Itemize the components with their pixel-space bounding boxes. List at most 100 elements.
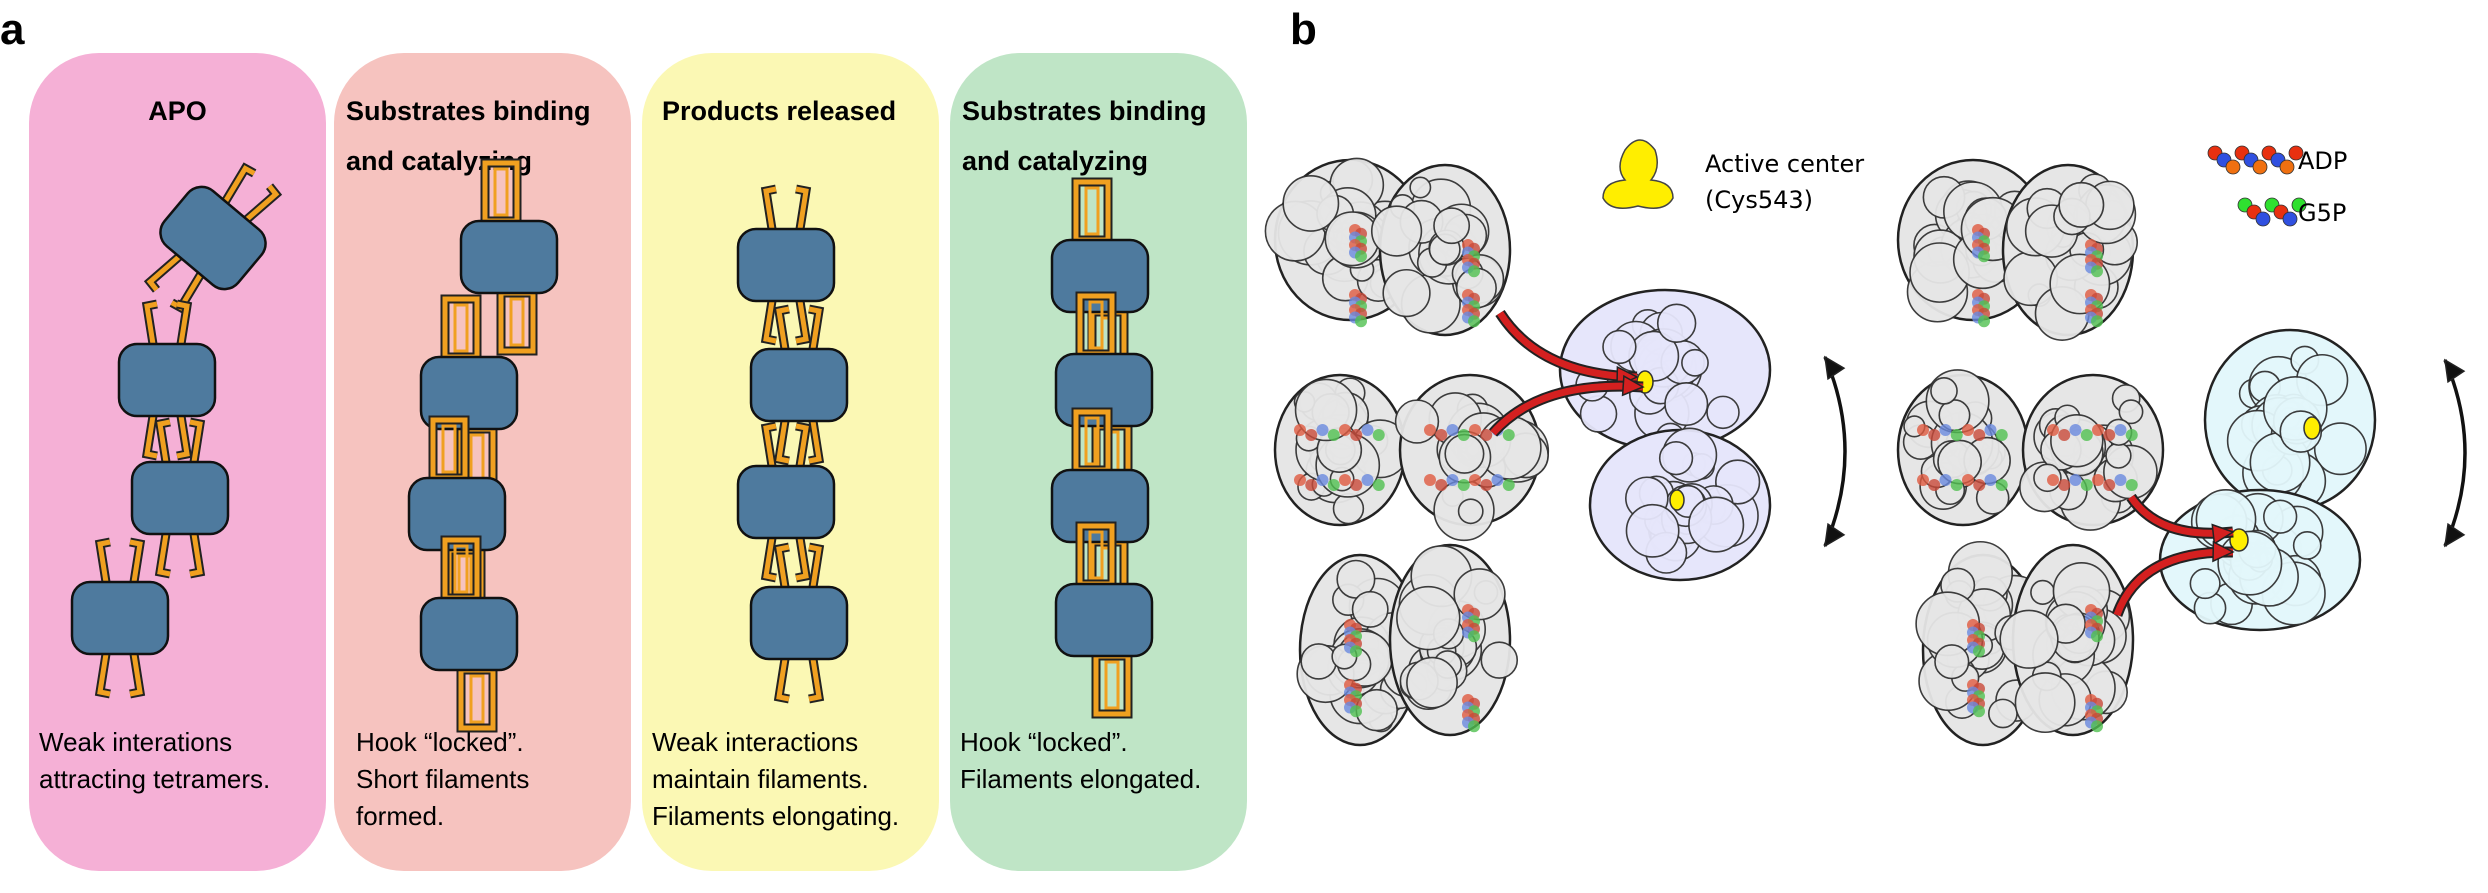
tetramer-box <box>70 580 170 656</box>
filament-structure-right <box>1896 158 2165 747</box>
hook <box>763 186 777 230</box>
red-arrow-head <box>2211 523 2235 545</box>
red-arrow-head <box>2212 540 2235 563</box>
surface-lobe <box>1688 496 1745 553</box>
tetramer-box <box>459 219 559 295</box>
hook <box>97 539 111 583</box>
surface-lobe <box>1706 395 1740 430</box>
surface-lobe <box>1433 207 1471 245</box>
surface-lobe <box>1625 503 1680 558</box>
ligand-atom <box>1294 474 1306 486</box>
tetramer <box>143 162 283 314</box>
ligand-atom <box>1962 474 1974 486</box>
hook <box>189 419 203 463</box>
ligand-atom <box>2125 429 2138 441</box>
rotation-arrow-head <box>2444 358 2466 384</box>
ligand-atom <box>1973 705 1985 718</box>
ligand-atom <box>1995 429 2008 441</box>
surface-lobe <box>1394 399 1440 444</box>
surface-lobe <box>1934 644 1970 680</box>
panel-b-label: b <box>1290 5 1317 54</box>
hook-inner <box>509 297 525 347</box>
red-arrow <box>1490 382 1644 436</box>
ligand-atom <box>1350 705 1362 718</box>
surface-lobe <box>1457 498 1484 525</box>
ligand-atom <box>1350 429 1363 441</box>
active-site <box>1669 489 1685 511</box>
filament-bottom-right <box>1388 543 1519 737</box>
ligand-atom <box>1502 479 1515 491</box>
active-site <box>2303 416 2321 440</box>
ligand-atom <box>1435 479 1448 491</box>
filament-top-right <box>2001 163 2139 341</box>
tetramer <box>459 158 559 356</box>
ligand-atom <box>1480 429 1493 441</box>
stage-description: Weak interations <box>39 727 232 757</box>
ligand-atom <box>1978 250 1990 263</box>
ligand-atom <box>2080 479 2093 491</box>
hook <box>808 658 822 702</box>
rotation-arrow-head <box>1824 522 1846 548</box>
ligand-atom <box>1950 429 1963 441</box>
hook-inner <box>493 167 509 217</box>
ligand-atom <box>1962 424 1974 436</box>
legend-g5p-label: G5P <box>2298 199 2346 227</box>
hook-inner <box>1084 186 1100 236</box>
surface-lobe <box>1602 329 1637 365</box>
ligand-atom <box>2069 424 2082 436</box>
panel-a-label: a <box>0 5 25 54</box>
hook <box>245 184 280 222</box>
ligand-atom <box>1939 424 1952 436</box>
surface-lobe <box>1480 641 1519 679</box>
hook <box>97 653 111 697</box>
ligand-atom <box>2092 474 2104 486</box>
ligand-atom <box>1339 424 1351 436</box>
tetramer <box>1054 521 1154 719</box>
ligand-atom <box>2092 424 2104 436</box>
ligand-atom <box>1984 474 1997 486</box>
tetramer <box>749 304 849 466</box>
hook-inner <box>469 674 485 724</box>
catalytic-domain-left <box>1558 288 1772 582</box>
hook <box>144 301 158 345</box>
ligand-atom <box>1939 474 1952 486</box>
ligand-atom <box>1468 315 1480 328</box>
active-center-icon <box>1602 139 1674 209</box>
adp-molecule-atom <box>2288 145 2304 161</box>
hook <box>763 423 777 467</box>
surface-lobe <box>1664 381 1709 427</box>
ligand-atom <box>1928 479 1941 491</box>
domain-upper <box>2203 328 2377 512</box>
filament-mid-left <box>1273 373 1410 527</box>
hook <box>776 658 790 702</box>
ligand-atom <box>1424 424 1436 436</box>
ligand-atom <box>1355 315 1367 328</box>
surface-lobe <box>1681 348 1709 377</box>
hook <box>189 533 203 577</box>
g5p-molecule-atom <box>2255 211 2271 227</box>
stage-description: Filaments elongated. <box>960 764 1201 794</box>
legend-active-center-residue: (Cys543) <box>1705 186 1813 214</box>
legend-g5p: G5P <box>2237 197 2346 227</box>
hook <box>808 420 822 464</box>
ligand-atom <box>1446 424 1459 436</box>
tetramer <box>419 535 519 733</box>
hook-inner <box>441 424 457 474</box>
g5p-molecule-atom <box>2282 211 2298 227</box>
ligand-atom <box>1468 265 1480 278</box>
surface-lobe <box>1351 590 1389 628</box>
filament-structure-left <box>1264 157 1550 747</box>
ligand-atom <box>2091 265 2103 278</box>
ligand-atom <box>1457 479 1470 491</box>
rotation-arrow <box>2443 359 2467 547</box>
rotation-arrow-head <box>1824 355 1846 381</box>
surface-lobe <box>2014 672 2076 734</box>
hook <box>146 254 181 292</box>
ligand-atom <box>2069 474 2082 486</box>
surface-lobe <box>2217 530 2283 596</box>
ligand-atom <box>1995 479 2008 491</box>
tetramer <box>117 299 217 461</box>
surface-lobe <box>1332 492 1365 525</box>
